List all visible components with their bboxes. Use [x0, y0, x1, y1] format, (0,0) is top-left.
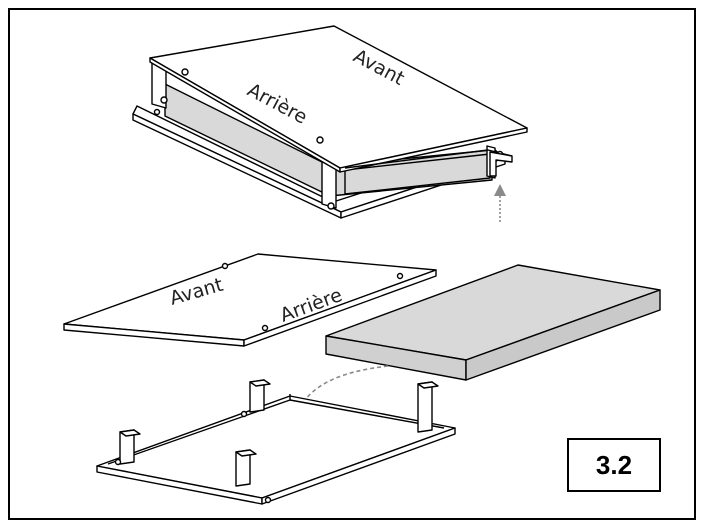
inserted-filter-side: [344, 153, 491, 195]
figure-number-box: 3.2: [567, 438, 661, 492]
separated-lid: [63, 253, 437, 347]
removed-filter: [325, 264, 661, 381]
empty-tray: [96, 379, 456, 505]
figure-border: [8, 8, 696, 520]
filter-side-face: [465, 289, 661, 381]
tray-post-right: [417, 381, 433, 433]
figure-number: 3.2: [595, 449, 633, 480]
assembled-unit: [132, 25, 528, 219]
lift-arrow: [494, 184, 506, 222]
